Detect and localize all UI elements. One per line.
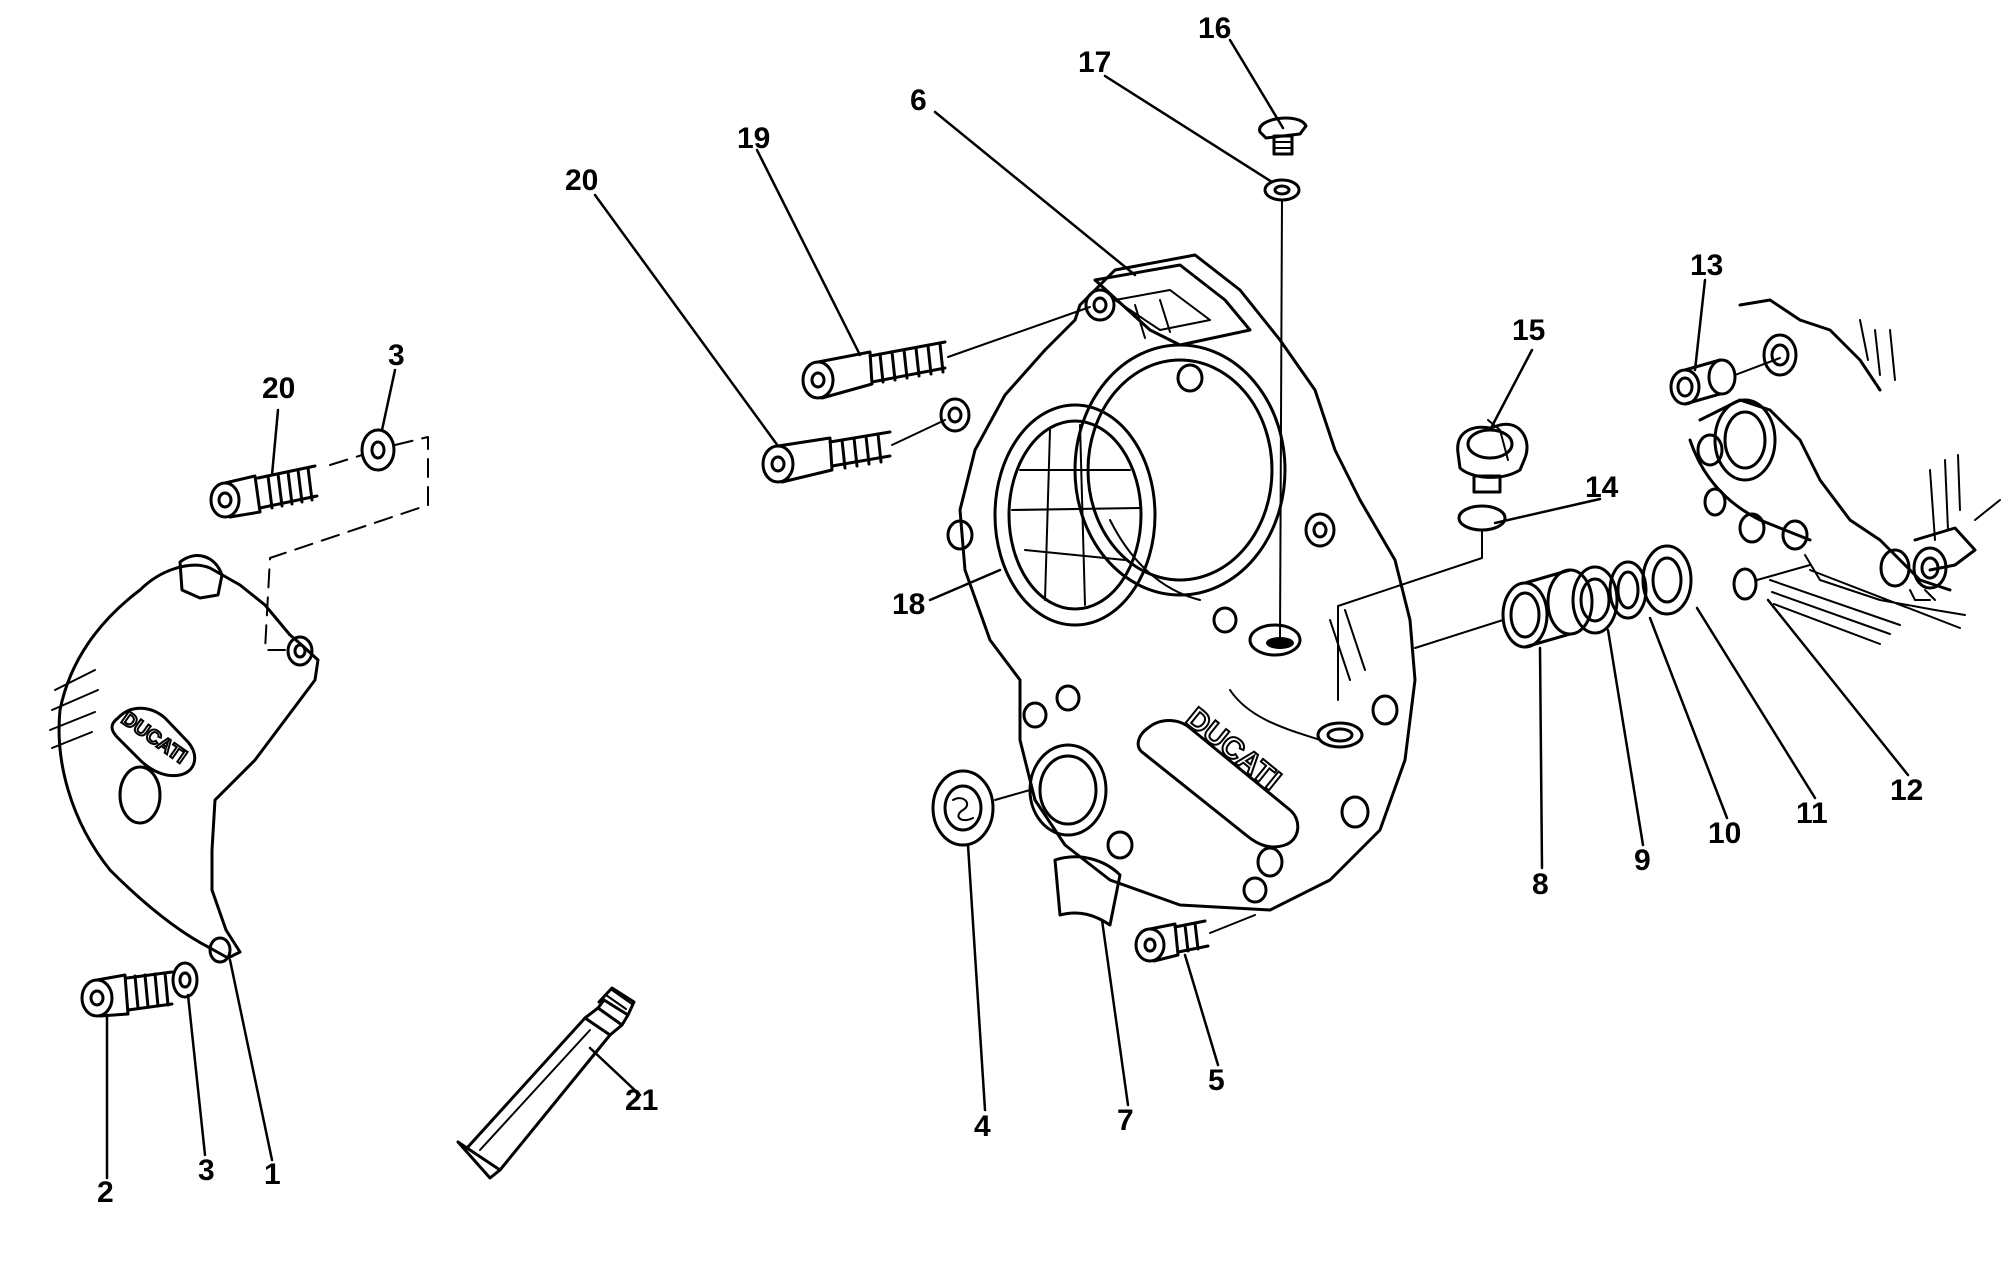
callout-14: 14 <box>1585 471 1619 504</box>
callout-7: 7 <box>1117 1104 1134 1137</box>
callout-5: 5 <box>1208 1064 1225 1097</box>
screw-19 <box>801 340 947 400</box>
callout-3-upper: 3 <box>388 339 405 372</box>
dowel-13 <box>1669 358 1737 406</box>
callout-20-cover: 20 <box>565 164 598 197</box>
screw-20-upper-left <box>209 464 319 519</box>
seal-ring-18 <box>993 403 1157 627</box>
screw-5 <box>1134 919 1210 963</box>
callout-11: 11 <box>1796 797 1828 830</box>
clutch-cover-logo-text: DUCATI <box>1180 701 1287 797</box>
callout-4: 4 <box>974 1110 991 1143</box>
engine-case-partial <box>1688 298 2001 645</box>
callout-8: 8 <box>1532 868 1549 901</box>
leader-lines <box>105 38 1910 1180</box>
gasket-7 <box>1053 855 1122 927</box>
callout-21: 21 <box>625 1084 658 1117</box>
washer-17 <box>1263 178 1301 202</box>
cover-logo <box>110 706 197 778</box>
callout-9: 9 <box>1634 844 1651 877</box>
drain-screw-16 <box>1258 116 1308 156</box>
sealant-tube-21 <box>456 986 636 1180</box>
callout-19: 19 <box>737 122 770 155</box>
ring-9 <box>1571 565 1619 635</box>
screw-2-lower-left <box>80 970 174 1018</box>
sprocket-cover <box>49 554 320 964</box>
ring-10 <box>1608 560 1648 620</box>
screw-20-cover <box>761 430 892 484</box>
callout-12: 12 <box>1890 774 1923 807</box>
o-ring-12 <box>1732 567 1758 601</box>
callout-16: 16 <box>1198 12 1231 45</box>
callout-10: 10 <box>1708 817 1741 850</box>
callout-15: 15 <box>1512 314 1545 347</box>
plug-4 <box>931 769 995 847</box>
bushing-8 <box>1501 568 1594 649</box>
callout-2: 2 <box>97 1176 114 1209</box>
callout-13: 13 <box>1690 249 1723 282</box>
washer-3-lower <box>171 961 199 999</box>
o-ring-14 <box>1457 504 1507 532</box>
callout-20-left: 20 <box>262 372 295 405</box>
cover-logo-text: DUCATI <box>117 708 190 769</box>
cap-11 <box>1641 544 1693 616</box>
callout-3-lower: 3 <box>198 1154 215 1187</box>
callout-1: 1 <box>264 1158 281 1191</box>
callout-17: 17 <box>1078 46 1111 79</box>
filler-plug-15 <box>1456 419 1529 494</box>
callout-6: 6 <box>910 84 927 117</box>
washer-3-upper <box>360 428 396 472</box>
callout-18: 18 <box>892 588 925 621</box>
callout-labels: 1 2 3 3 4 5 6 7 8 9 10 11 12 13 14 15 16… <box>97 12 1923 1209</box>
